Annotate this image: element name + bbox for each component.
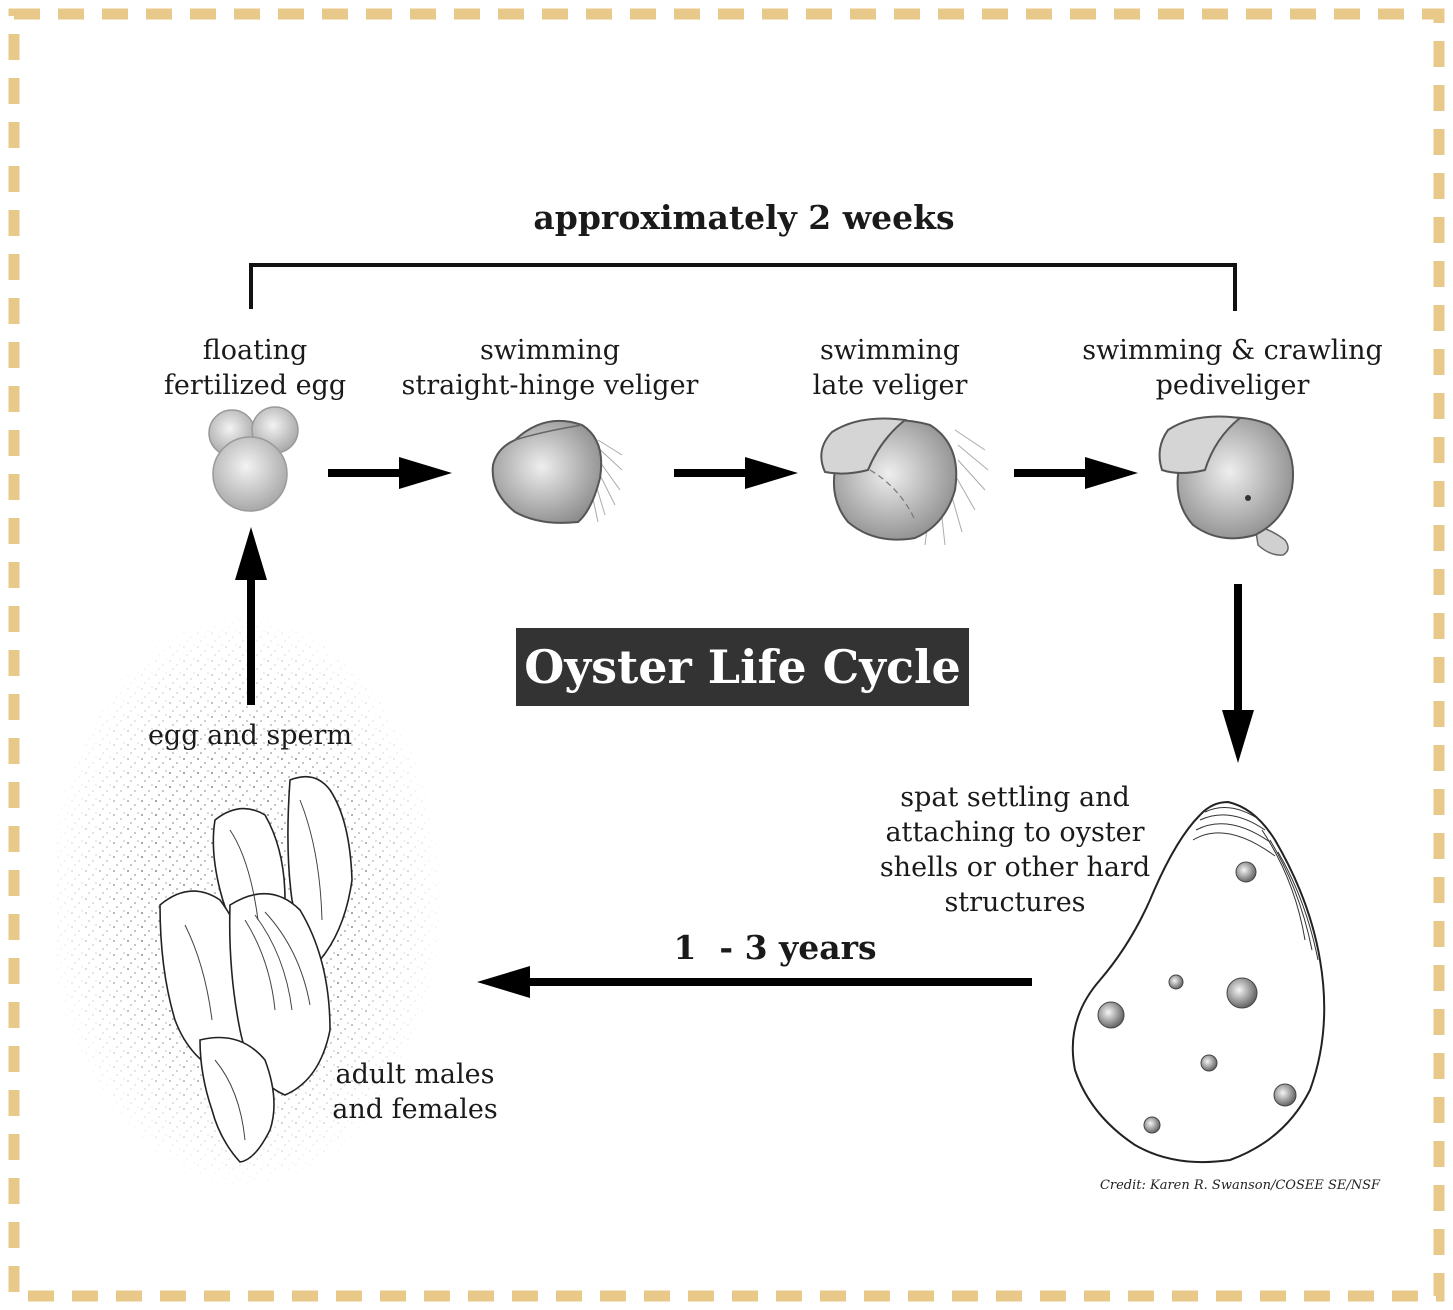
straight-hinge-veliger-icon	[493, 421, 622, 523]
pediveliger-icon	[1160, 417, 1294, 556]
two-weeks-bracket	[251, 265, 1235, 311]
late-veliger-icon	[821, 419, 988, 546]
fertilized-egg-icon	[209, 407, 298, 511]
arrow-straight-hinge-to-late	[674, 457, 798, 489]
credit-text: Credit: Karen R. Swanson/COSEE SE/NSF	[1090, 1178, 1390, 1193]
arrow-egg-to-straight-hinge	[328, 457, 452, 489]
spawn-label: egg and sperm	[140, 718, 360, 753]
two-weeks-label: approximately 2 weeks	[494, 198, 994, 238]
years-label: 1 - 3 years	[660, 928, 890, 968]
diagram-title: Oyster Life Cycle	[516, 628, 969, 706]
arrow-pediveliger-to-spat	[1222, 584, 1254, 763]
arrow-spat-to-adult	[477, 966, 1032, 998]
arrow-late-to-pediveliger	[1014, 457, 1138, 489]
